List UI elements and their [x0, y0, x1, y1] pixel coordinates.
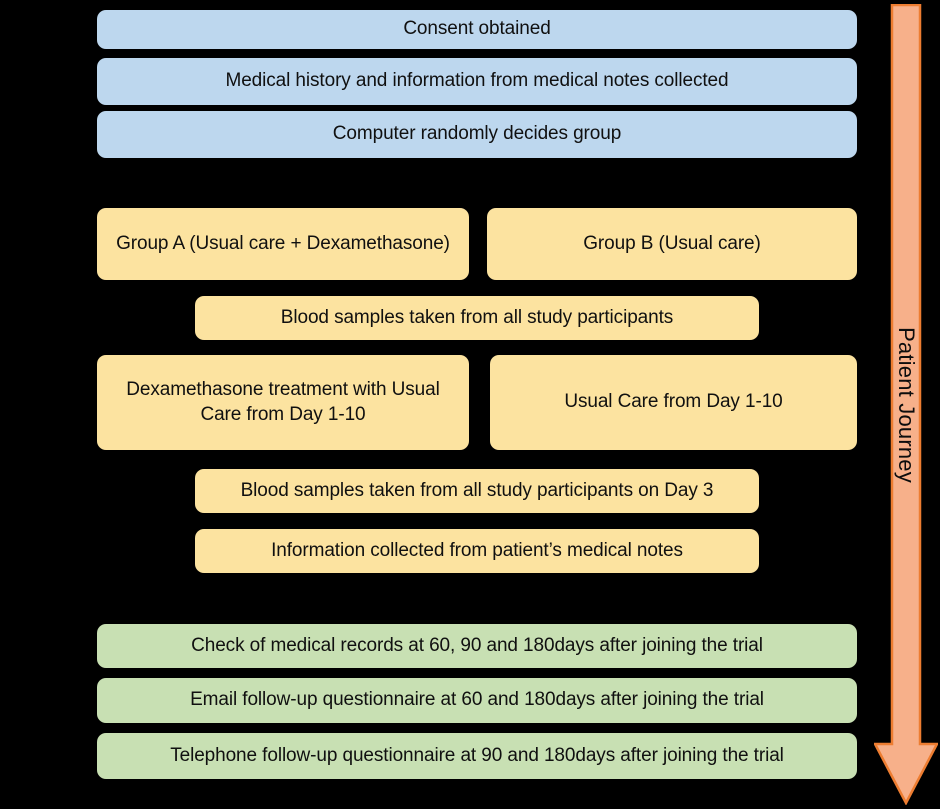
node-computer-randomisation: Computer randomly decides group	[97, 111, 857, 158]
node-treatment-dexamethasone: Dexamethasone treatment with Usual Care …	[97, 355, 469, 450]
node-label: Usual Care from Day 1-10	[564, 391, 783, 413]
node-group-b: Group B (Usual care)	[487, 208, 857, 280]
node-label: Check of medical records at 60, 90 and 1…	[191, 634, 763, 656]
node-label: Dexamethasone treatment with Usual Care …	[126, 379, 440, 425]
node-label: Information collected from patient’s med…	[271, 539, 683, 561]
node-treatment-usual-care: Usual Care from Day 1-10	[490, 355, 857, 450]
node-medical-history: Medical history and information from med…	[97, 58, 857, 105]
node-telephone-questionnaire: Telephone follow-up questionnaire at 90 …	[97, 733, 857, 779]
node-label: Consent obtained	[403, 18, 551, 40]
node-label: Group B (Usual care)	[583, 232, 761, 254]
node-label: Telephone follow-up questionnaire at 90 …	[170, 744, 784, 766]
node-label: Computer randomly decides group	[332, 123, 622, 145]
node-label: Blood samples taken from all study parti…	[240, 479, 714, 501]
node-label: Medical history and information from med…	[225, 70, 729, 92]
node-label: Email follow-up questionnaire at 60 and …	[190, 689, 764, 711]
node-label: Blood samples taken from all study parti…	[280, 306, 674, 328]
node-blood-samples-day3: Blood samples taken from all study parti…	[195, 469, 759, 513]
node-records-check: Check of medical records at 60, 90 and 1…	[97, 624, 857, 668]
node-consent-obtained: Consent obtained	[97, 10, 857, 49]
node-blood-samples-baseline: Blood samples taken from all study parti…	[195, 296, 759, 340]
node-medical-notes-collected: Information collected from patient’s med…	[195, 529, 759, 573]
node-email-questionnaire: Email follow-up questionnaire at 60 and …	[97, 678, 857, 723]
patient-journey-arrow-icon	[874, 4, 938, 805]
node-label: Group A (Usual care + Dexamethasone)	[116, 232, 450, 254]
node-group-a: Group A (Usual care + Dexamethasone)	[97, 208, 469, 280]
